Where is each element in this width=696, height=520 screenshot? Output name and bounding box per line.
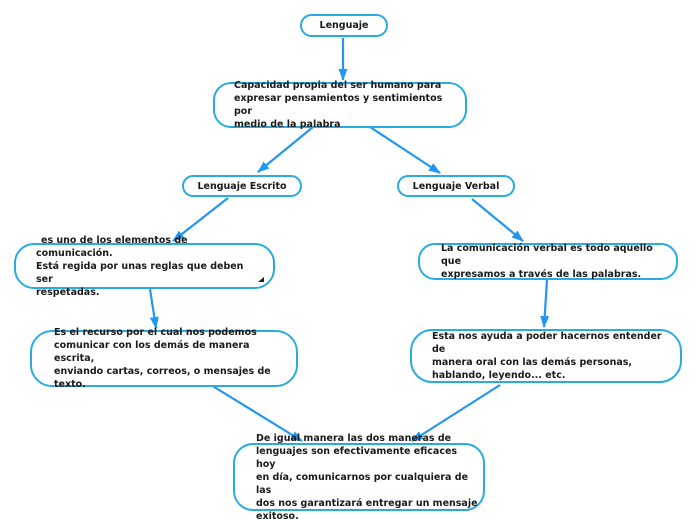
overflow-triangle-icon [258,277,264,282]
edge-entender-to-conclusion [411,384,501,442]
node-lenguaje-escrito-label: Lenguaje Escrito [197,180,287,192]
node-elementos-label: es uno de los elementos de comunicación.… [36,234,244,298]
node-conclusion-label: De igual manera las dos maneras de lengu… [256,432,478,520]
node-elementos[interactable]: es uno de los elementos de comunicación.… [14,235,275,298]
node-lenguaje[interactable]: Lenguaje [300,14,388,37]
node-lenguaje-escrito[interactable]: Lenguaje Escrito [182,175,302,197]
node-lenguaje-verbal-label: Lenguaje Verbal [412,180,500,192]
node-lenguaje-verbal[interactable]: Lenguaje Verbal [397,175,515,197]
node-lenguaje-label: Lenguaje [319,20,369,31]
node-capacidad[interactable]: Capacidad propia del ser humano para exp… [213,80,467,130]
edge-lenguaje-verbal-to-comunicacion-verbal [471,198,524,242]
edge-comunicacion-verbal-to-entender [540,279,550,328]
node-entender-label: Esta nos ayuda a poder hacernos entender… [432,331,662,381]
node-comunicacion-verbal-label: La comunicación verbal es todo aquello q… [441,243,653,280]
node-recurso[interactable]: Es el recurso por el cual nos podemos co… [30,327,298,390]
edge-capacidad-to-lenguaje-escrito [257,126,314,173]
node-capacidad-label: Capacidad propia del ser humano para exp… [234,80,443,130]
edge-capacidad-to-lenguaje-verbal [369,126,441,174]
edge-recurso-to-conclusion [210,384,303,442]
node-recurso-label: Es el recurso por el cual nos podemos co… [54,327,271,390]
node-conclusion[interactable]: De igual manera las dos maneras de lengu… [233,433,485,520]
node-comunicacion-verbal[interactable]: La comunicación verbal es todo aquello q… [418,243,678,280]
edge-lenguaje-escrito-to-elementos [172,197,229,242]
node-entender[interactable]: Esta nos ayuda a poder hacernos entender… [410,329,682,383]
edge-elementos-to-recurso [148,288,159,329]
